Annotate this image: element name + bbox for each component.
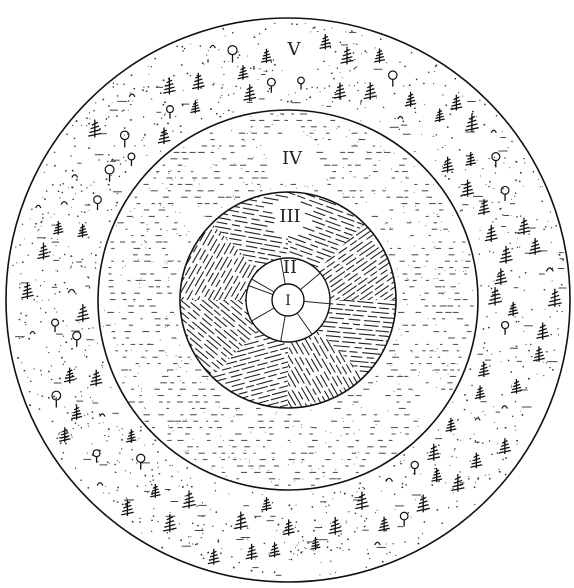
zone-iii-label: III <box>279 206 300 227</box>
zone-ii-label: II <box>283 257 297 278</box>
zone-v-label: V <box>287 39 302 60</box>
zone-iv-label: IV <box>282 148 303 169</box>
zone-i-label: I <box>285 293 291 309</box>
